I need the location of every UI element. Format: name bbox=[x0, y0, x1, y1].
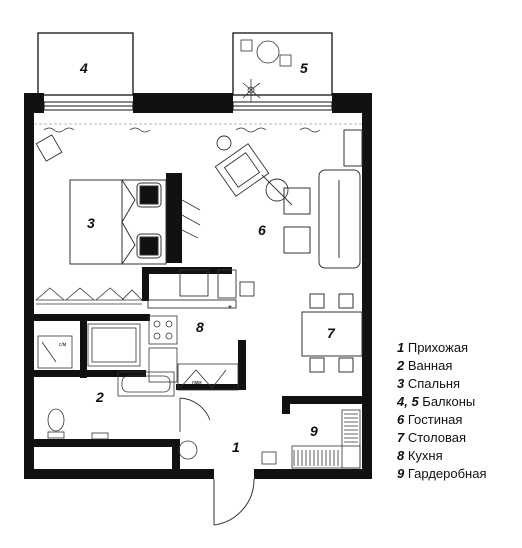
legend-item: 6 Гостиная bbox=[397, 411, 521, 429]
legend-item: 3 Спальня bbox=[397, 375, 521, 393]
star-mark: * bbox=[228, 304, 232, 315]
legend-key: 6 bbox=[397, 412, 405, 427]
shelf-unit bbox=[35, 287, 143, 305]
balcony-left-label: 4 bbox=[79, 60, 88, 76]
legend-item: 7 Столовая bbox=[397, 429, 521, 447]
legend-item: 9 Гардеробная bbox=[397, 465, 521, 483]
legend-item: 1 Прихожая bbox=[397, 339, 521, 357]
balcony-left bbox=[37, 32, 134, 96]
shower bbox=[87, 323, 141, 367]
kitchen-label: 8 bbox=[196, 319, 204, 335]
hall-label: 1 bbox=[232, 439, 240, 455]
living-label: 6 bbox=[258, 222, 266, 238]
legend-key: 2 bbox=[397, 358, 405, 373]
dishwasher-label: пмм bbox=[192, 380, 202, 386]
balcony-right-label: 5 bbox=[300, 60, 308, 76]
stove bbox=[148, 315, 178, 345]
bathroom-label: 2 bbox=[95, 389, 104, 405]
plant-icon bbox=[242, 79, 261, 102]
wardrobe-racks bbox=[291, 409, 361, 469]
legend-room-name: Кухня bbox=[404, 448, 443, 463]
armchair-living bbox=[214, 135, 270, 197]
legend-room-name: Балконы bbox=[418, 394, 476, 409]
floor-lamp bbox=[261, 174, 293, 206]
dishwasher bbox=[177, 363, 239, 391]
legend-key: 4, 5 bbox=[397, 394, 419, 409]
balcony-table-set bbox=[240, 39, 292, 67]
legend-room-name: Столовая bbox=[404, 430, 466, 445]
door-bathroom[interactable] bbox=[179, 397, 211, 432]
tv-wall-unit bbox=[181, 199, 201, 239]
stool bbox=[178, 440, 198, 460]
dining-label: 7 bbox=[327, 325, 336, 341]
legend-key: 9 bbox=[397, 466, 405, 481]
armchair-top-left bbox=[35, 134, 63, 162]
bed bbox=[69, 179, 167, 265]
kitchen-island bbox=[147, 269, 255, 309]
balcony-right bbox=[232, 32, 333, 96]
bathtub bbox=[117, 371, 175, 397]
legend-room-name: Спальня bbox=[404, 376, 461, 391]
hall-bench bbox=[261, 451, 277, 465]
legend-key: 7 bbox=[397, 430, 405, 445]
bath-shelf bbox=[91, 432, 109, 440]
legend-key: 8 bbox=[397, 448, 405, 463]
windows bbox=[43, 101, 333, 111]
legend-room-name: Гардеробная bbox=[404, 466, 487, 481]
wardrobe-label: 9 bbox=[310, 423, 318, 439]
bedroom-label: 3 bbox=[87, 215, 95, 231]
legend-key: 1 bbox=[397, 340, 405, 355]
legend-item: 8 Кухня bbox=[397, 447, 521, 465]
legend-room-name: Прихожая bbox=[404, 340, 469, 355]
washing-machine bbox=[37, 335, 73, 369]
curtain bbox=[43, 127, 321, 133]
exterior-walls bbox=[24, 93, 372, 479]
legend-room-name: Ванная bbox=[404, 358, 453, 373]
legend-item: 4, 5 Балконы bbox=[397, 393, 521, 411]
legend-room-name: Гостиная bbox=[404, 412, 463, 427]
door-entrance[interactable] bbox=[213, 478, 255, 526]
legend-key: 3 bbox=[397, 376, 405, 391]
dining-table bbox=[301, 293, 363, 373]
sofa bbox=[283, 129, 363, 269]
washer-label: с/м bbox=[59, 342, 67, 348]
toilet bbox=[47, 408, 65, 439]
legend-item: 2 Ванная bbox=[397, 357, 521, 375]
